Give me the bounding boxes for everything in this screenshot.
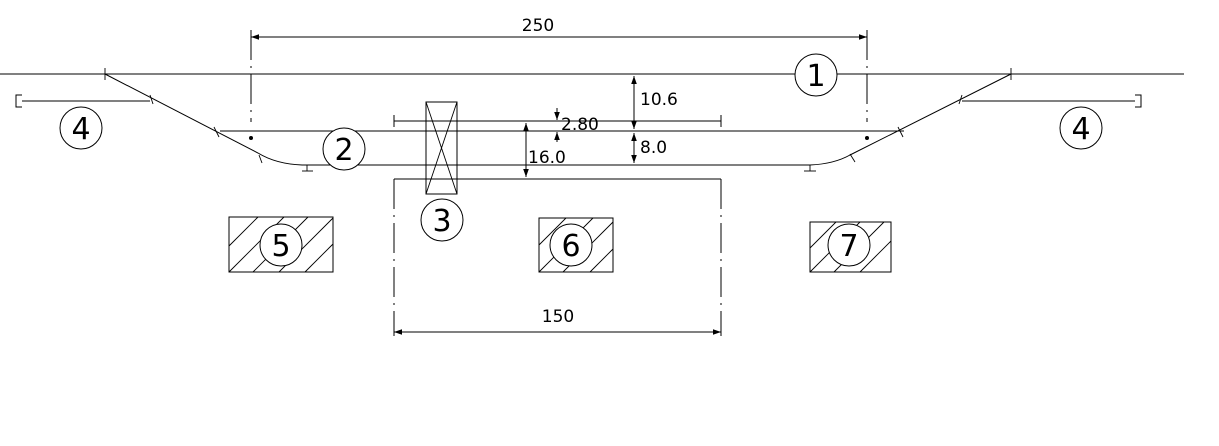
svg-text:4: 4 [71,112,90,147]
right-boundary-dot [865,136,869,140]
svg-text:4: 4 [1071,112,1090,147]
siding-track [104,73,1012,166]
marker-5: 5 [259,223,303,267]
track-ticks [104,68,1012,172]
marker-6: 6 [549,223,593,267]
top-dimension-label: 250 [522,16,554,36]
bottom-dimension-label: 150 [542,307,574,327]
right-buffer-stop [1135,94,1142,108]
dimension-16-0-label: 16.0 [528,148,566,168]
marker-7: 7 [827,223,871,267]
svg-text:6: 6 [561,229,580,264]
left-buffer-stop [15,94,22,108]
left-boundary-dot [249,136,253,140]
dimension-8-0-label: 8.0 [640,138,667,158]
svg-text:1: 1 [806,59,825,94]
svg-text:7: 7 [839,229,858,264]
svg-text:5: 5 [271,229,290,264]
svg-text:2: 2 [334,133,353,168]
marker-4-right: 4 [1059,106,1103,150]
dimension-10-6-label: 10.6 [640,90,678,110]
marker-2: 2 [322,127,366,171]
building-3-box [425,101,458,195]
marker-1: 1 [794,53,838,97]
marker-4-left: 4 [59,106,103,150]
marker-3: 3 [420,198,464,242]
svg-text:3: 3 [432,204,451,239]
dimension-2-80-label: 2.80 [561,115,599,135]
